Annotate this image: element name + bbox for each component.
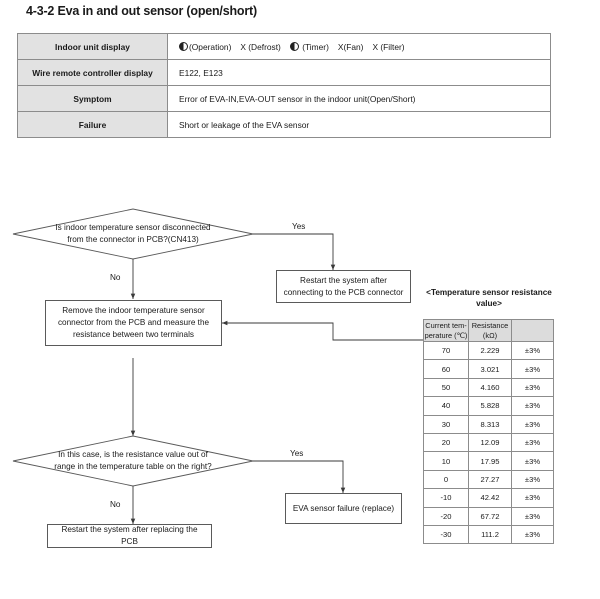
cell-tolerance: ±3% [511,377,554,398]
row-label-symptom: Symptom [17,85,168,112]
cell-tolerance: ±3% [511,359,554,379]
cell-temperature: 40 [423,396,469,416]
cell-resistance: 17.95 [468,451,512,471]
edge-label-no-2: No [110,500,121,509]
row-value-symptom: Error of EVA-IN,EVA-OUT sensor in the in… [167,85,551,112]
cell-resistance: 111.2 [468,524,512,545]
display-item-operation: (Operation) [179,41,231,52]
row-label-indoor-display: Indoor unit display [17,33,168,60]
cell-tolerance: ±3% [511,396,554,416]
cell-resistance: 2.229 [468,340,512,361]
table-row: -10 42.42 ±3% [423,488,554,508]
cell-temperature: -10 [423,488,469,508]
table-row: 0 27.27 ±3% [423,469,554,490]
res-table-header-row: Current tem- perature (℃) Resistance (kΩ… [423,319,554,342]
cell-temperature: 60 [423,359,469,379]
display-item-fan: X(Fan) [337,41,364,52]
cell-temperature: -20 [423,506,469,526]
cell-resistance: 42.42 [468,488,512,508]
resistance-table-caption: <Temperature sensor resistance value> [426,288,552,309]
cell-resistance: 8.313 [468,414,512,434]
edge-label-no-1: No [110,273,121,282]
cell-temperature: 50 [423,377,469,398]
cell-tolerance: ±3% [511,414,554,434]
row-value-indoor-display: (Operation) X (Defrost) (Timer) X(Fan) X (F… [167,33,551,60]
row-label-failure: Failure [17,111,168,138]
edge-table-to-measure [222,320,423,341]
table-row: -20 67.72 ±3% [423,506,554,526]
table-row: 70 2.229 ±3% [423,340,554,361]
cell-tolerance: ±3% [511,340,554,361]
row-value-failure: Short or leakage of the EVA sensor [167,111,551,138]
table-row: 40 5.828 ±3% [423,396,554,416]
half-circle-icon [179,41,188,51]
cell-temperature: 30 [423,414,469,434]
edge-label-yes-1: Yes [292,222,306,231]
cell-temperature: 20 [423,432,469,453]
table-row-indoor-display: Indoor unit display (Operation) X (Defros… [17,33,551,60]
table-row: 20 12.09 ±3% [423,432,554,453]
display-item-timer: (Timer) [289,41,329,52]
edge-d1-yes [253,233,336,270]
half-circle-icon [289,41,299,51]
row-value-remote-display: E122, E123 [167,59,551,86]
cell-resistance: 5.828 [468,396,512,416]
table-row: -30 111.2 ±3% [423,524,554,545]
row-label-remote-display: Wire remote controller display [17,59,168,86]
table-row: 60 3.021 ±3% [423,359,554,379]
res-col-header-tolerance [511,319,554,342]
page-title: 4-3-2 Eva in and out sensor (open/short) [26,4,257,18]
fault-info-table: Indoor unit display (Operation) X (Defros… [17,33,551,138]
cell-temperature: 0 [423,469,469,490]
cell-temperature: -30 [423,524,469,545]
decision-2-label: In this case, is the resistance value ou… [54,450,212,471]
cell-tolerance: ±3% [511,506,554,526]
display-item-defrost: X (Defrost) [240,41,281,52]
temperature-resistance-table: Current tem- perature (℃) Resistance (kΩ… [423,319,554,545]
cell-temperature: 10 [423,451,469,471]
cell-tolerance: ±3% [511,451,554,471]
cell-tolerance: ±3% [511,488,554,508]
cell-resistance: 12.09 [468,432,512,453]
cell-resistance: 3.021 [468,359,512,379]
process-restart-after-connecting: Restart the system after connecting to t… [276,270,411,303]
cell-temperature: 70 [423,340,469,361]
res-col-header-resistance: Resistance (kΩ) [468,319,512,342]
display-item-filter: X (Filter) [372,41,405,52]
decision-1-label: Is indoor temperature sensor disconnecte… [55,223,211,244]
cell-tolerance: ±3% [511,524,554,545]
cell-tolerance: ±3% [511,469,554,490]
edge-label-yes-2: Yes [290,449,304,458]
table-row-symptom: Symptom Error of EVA-IN,EVA-OUT sensor i… [17,85,551,112]
table-row-failure: Failure Short or leakage of the EVA sens… [17,111,551,138]
cell-resistance: 27.27 [468,469,512,490]
res-table-body: 70 2.229 ±3% 60 3.021 ±3% 50 4.160 ±3% 4… [423,340,554,545]
table-row-remote-display: Wire remote controller display E122, E12… [17,59,551,86]
res-col-header-temperature: Current tem- perature (℃) [423,319,469,342]
cell-resistance: 67.72 [468,506,512,526]
edge-d2-yes [253,460,346,493]
process-remove-and-measure: Remove the indoor temperature sensor con… [45,300,222,346]
cell-tolerance: ±3% [511,432,554,453]
table-row: 50 4.160 ±3% [423,377,554,398]
process-eva-sensor-failure: EVA sensor failure (replace) [285,493,402,524]
process-restart-after-replacing-pcb: Restart the system after replacing the P… [47,524,212,548]
table-row: 10 17.95 ±3% [423,451,554,471]
table-row: 30 8.313 ±3% [423,414,554,434]
cell-resistance: 4.160 [468,377,512,398]
